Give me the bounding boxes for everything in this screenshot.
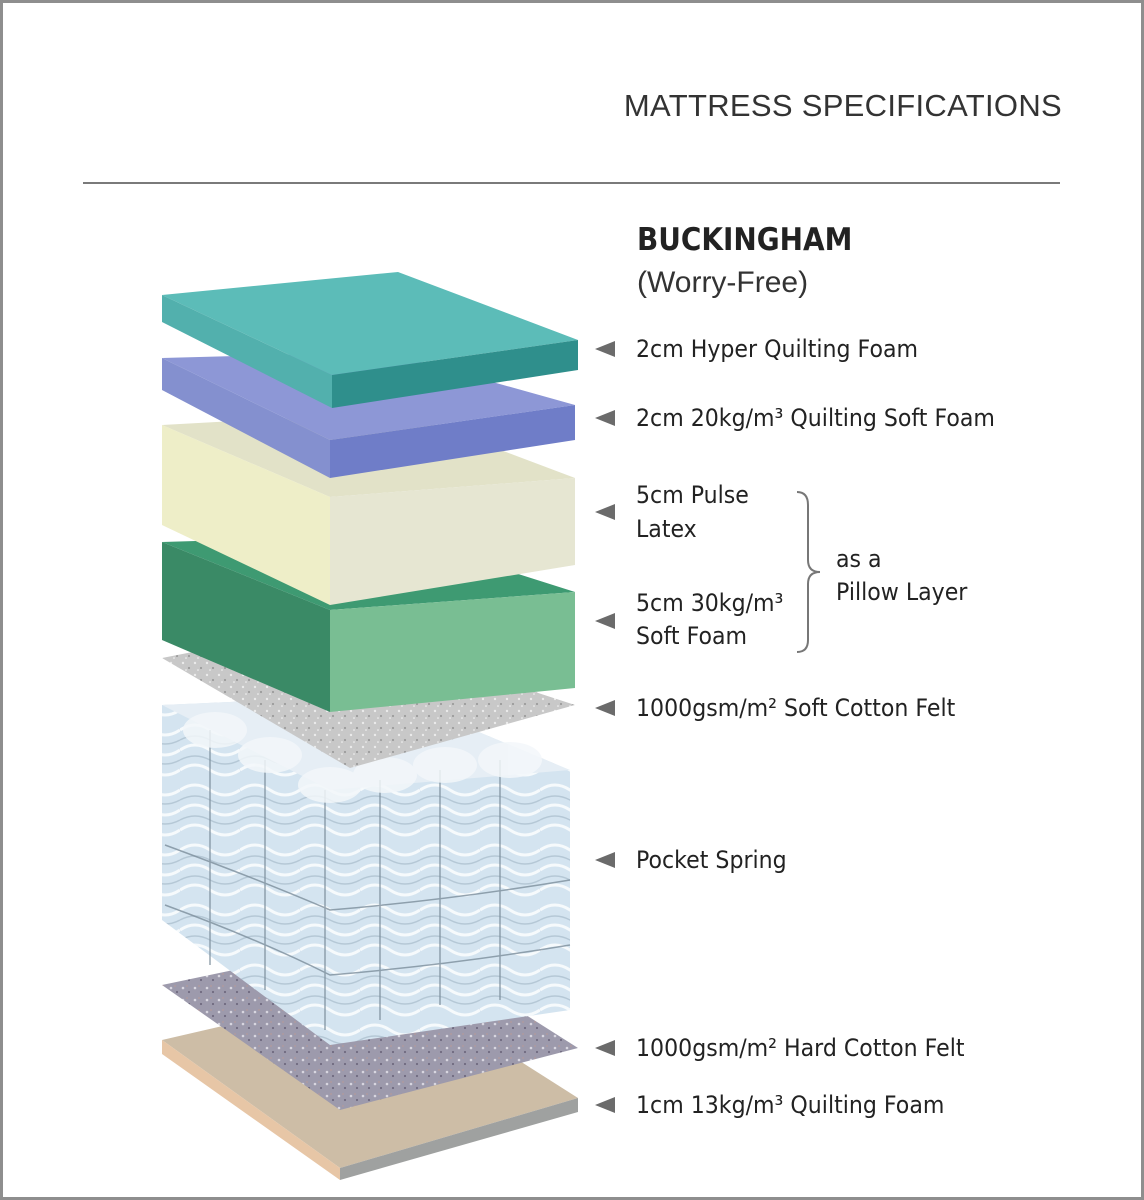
layer-label-soft-foam-line1: 5cm 30kg/m³ [636,589,784,617]
layer-label-quilting-foam: 1cm 13kg/m³ Quilting Foam [636,1091,945,1119]
pillow-layer-note-line2: Pillow Layer [836,578,968,606]
pointer-arrow-icon [595,700,615,716]
pointer-arrow-icon [595,613,615,629]
layer-hyper-quilting-foam [162,272,578,408]
layer-label-hyper-quilting-foam: 2cm Hyper Quilting Foam [636,335,919,363]
header-divider [83,182,1060,184]
pointer-arrow-icon [595,504,615,520]
pointer-arrow-icon [595,410,615,426]
layer-label-soft-foam-line2: Soft Foam [636,622,748,650]
pillow-layer-note-line1: as a [836,545,882,573]
product-name: BUCKINGHAM [637,222,853,258]
layer-label-soft-cotton-felt: 1000gsm/m² Soft Cotton Felt [636,694,956,722]
pointer-arrow-icon [595,852,615,868]
layer-label-pocket-spring: Pocket Spring [636,846,787,874]
page-title: MATTRESS SPECIFICATIONS [623,88,1062,123]
layer-label-hard-cotton-felt: 1000gsm/m² Hard Cotton Felt [636,1034,965,1062]
pillow-layer-brace [796,491,821,653]
layer-pocket-spring [162,695,571,1045]
layer-label-quilting-soft-foam: 2cm 20kg/m³ Quilting Soft Foam [636,404,995,432]
layer-label-pulse-latex-line1: 5cm Pulse [636,481,749,509]
pointer-arrow-icon [595,1097,615,1113]
layer-label-pulse-latex-line2: Latex [636,515,697,543]
product-subtitle: (Worry-Free) [637,266,809,299]
pointer-arrow-icon [595,341,615,357]
pointer-arrow-icon [595,1040,615,1056]
